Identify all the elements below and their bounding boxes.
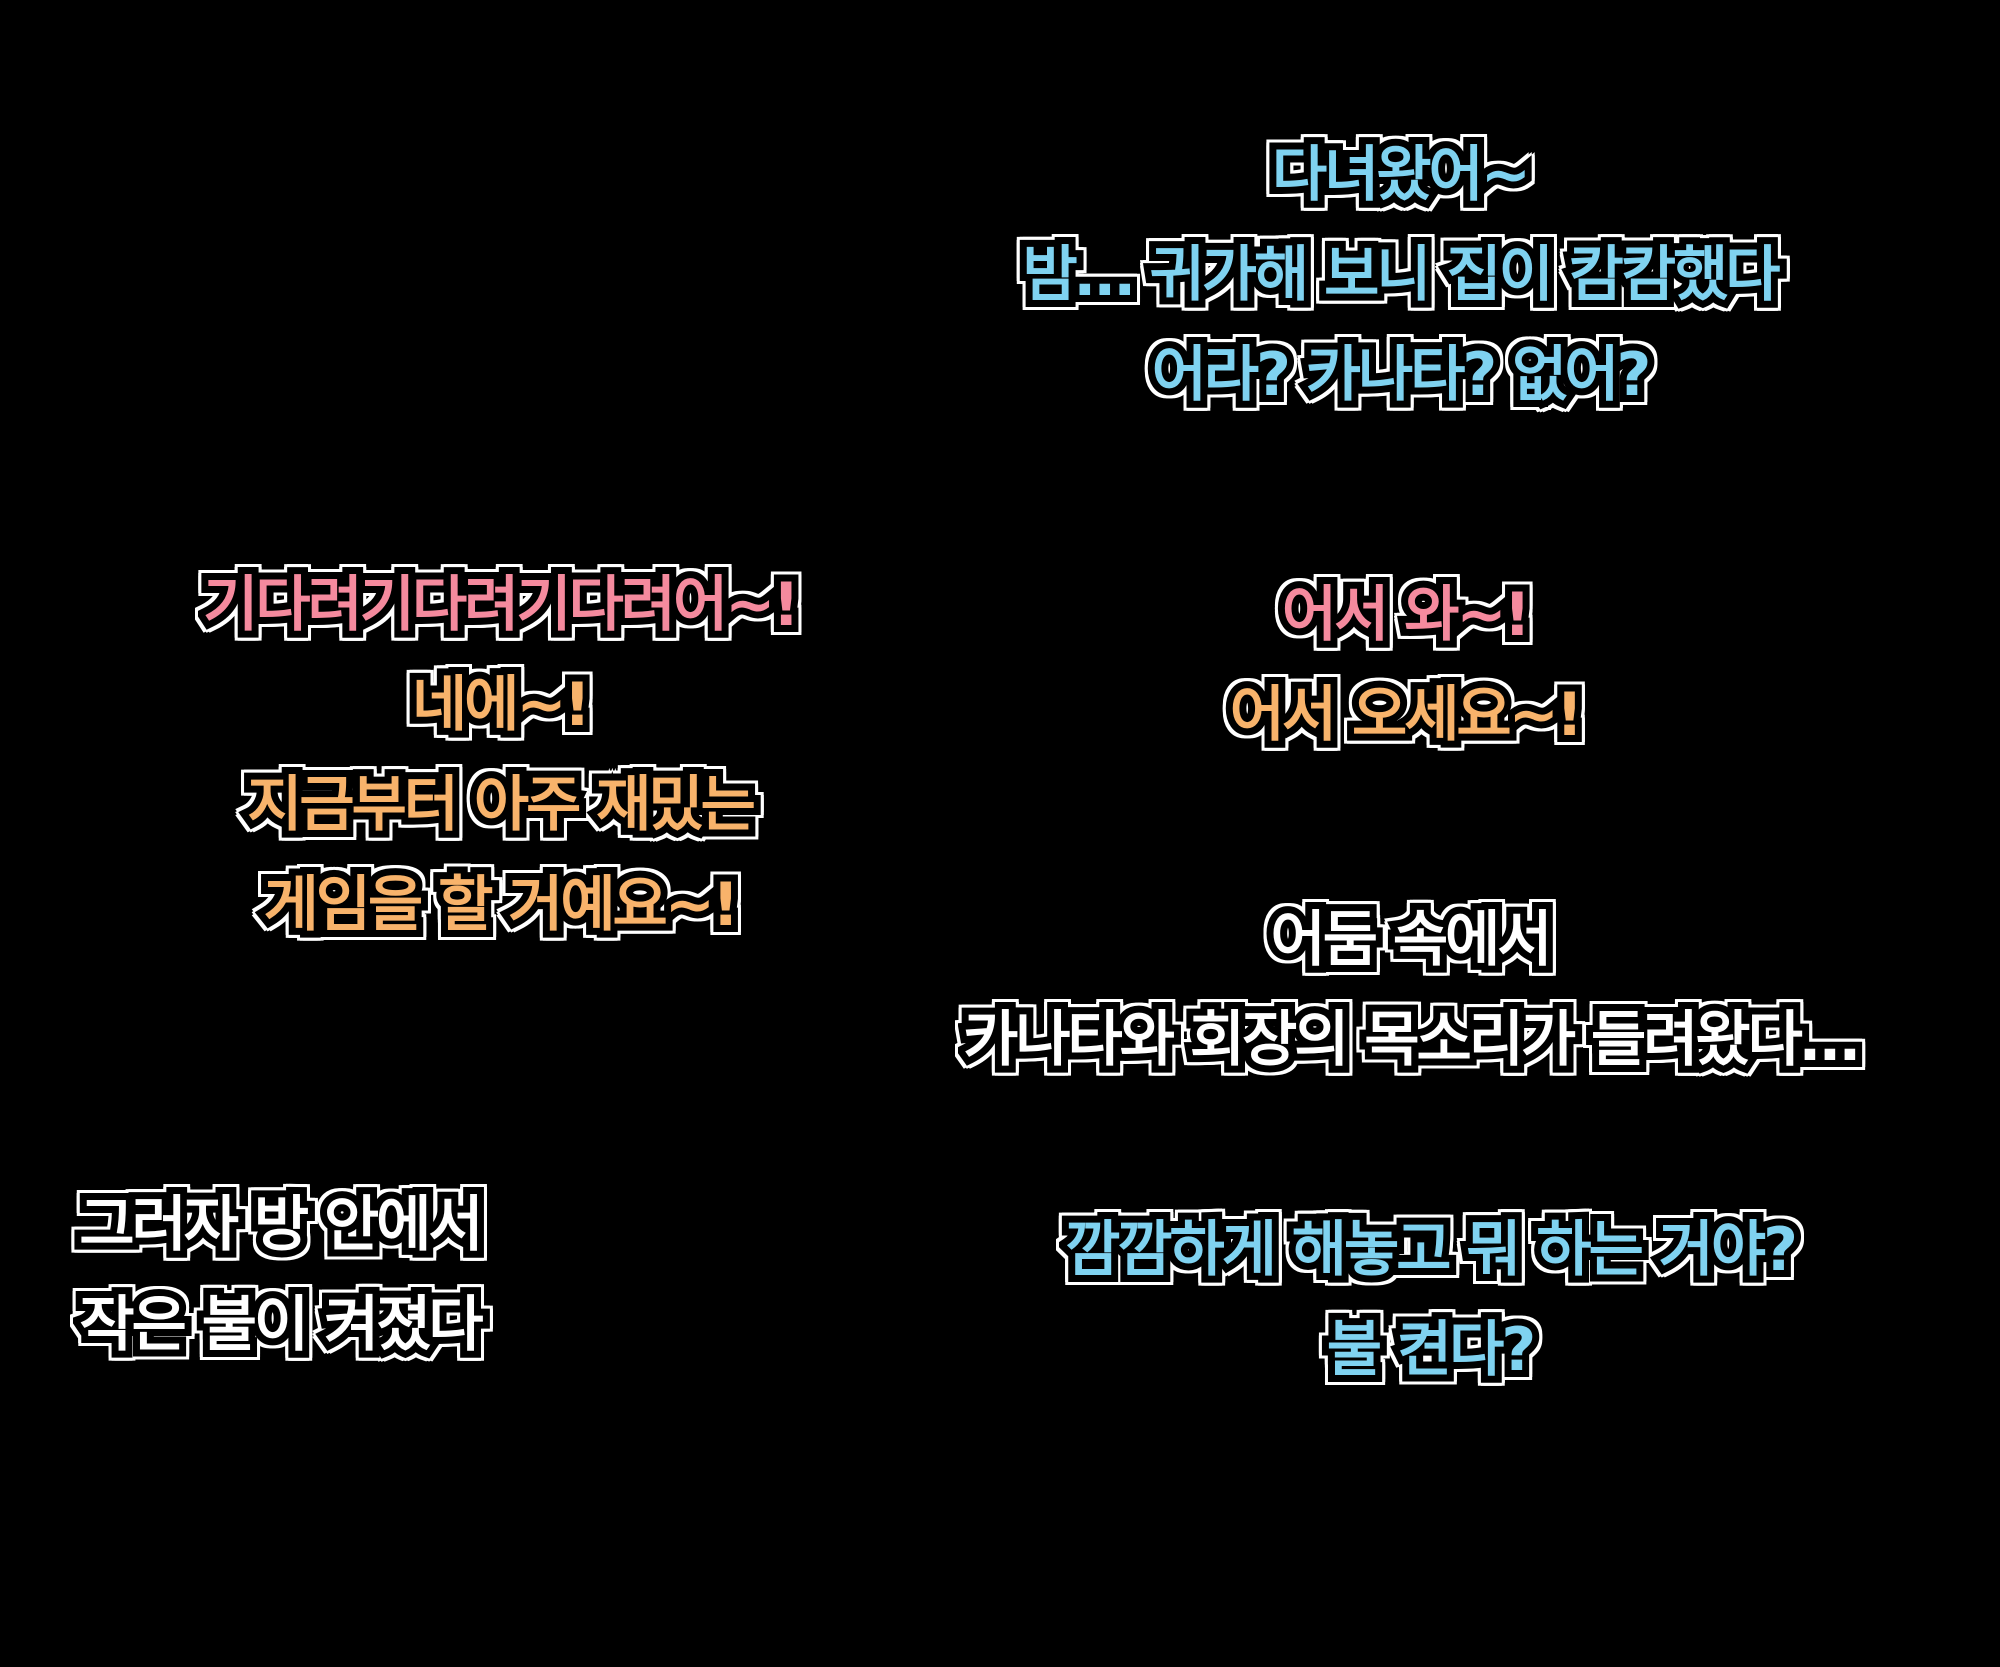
caption-line: 밤… 귀가해 보니 집이 캄캄했다 <box>1016 233 1788 317</box>
caption-line: 카나타와 회장의 목소리가 들려왔다… <box>956 998 1867 1082</box>
caption-line: 그러자 방 안에서 <box>72 1183 490 1267</box>
caption-line: 지금부터 아주 재밌는 <box>240 763 763 847</box>
caption-line: 어서 오세요~! <box>1223 673 1591 757</box>
caption-block-light: 그러자 방 안에서 작은 불이 켜졌다 <box>55 1175 505 1375</box>
caption-line: 어라? 카나타? 없어? <box>1145 333 1659 417</box>
caption-block-game: 기다려기다려기다려어~! 네에~! 지금부터 아주 재밌는 게임을 할 거예요~… <box>150 555 850 955</box>
caption-line: 다녀왔어~ <box>1265 133 1538 217</box>
caption-block-welcome: 어서 와~! 어서 오세요~! <box>1180 565 1630 765</box>
caption-line: 깜깜하게 해놓고 뭐 하는 거야? <box>1058 1208 1805 1292</box>
caption-block-lights-on: 깜깜하게 해놓고 뭐 하는 거야? 불 켠다? <box>1040 1200 1820 1400</box>
caption-line: 불 켠다? <box>1320 1308 1543 1392</box>
caption-line: 네에~! <box>405 663 598 747</box>
caption-line: 게임을 할 거예요~! <box>257 863 747 947</box>
caption-line: 어서 와~! <box>1275 573 1538 657</box>
caption-block-arrival: 다녀왔어~ 밤… 귀가해 보니 집이 캄캄했다 어라? 카나타? 없어? <box>990 125 1810 425</box>
caption-line: 어둠 속에서 <box>1264 898 1560 982</box>
caption-line: 기다려기다려기다려어~! <box>196 563 807 647</box>
caption-line: 작은 불이 켜졌다 <box>72 1283 490 1367</box>
caption-block-darkness: 어둠 속에서 카나타와 회장의 목소리가 들려왔다… <box>956 890 1867 1090</box>
